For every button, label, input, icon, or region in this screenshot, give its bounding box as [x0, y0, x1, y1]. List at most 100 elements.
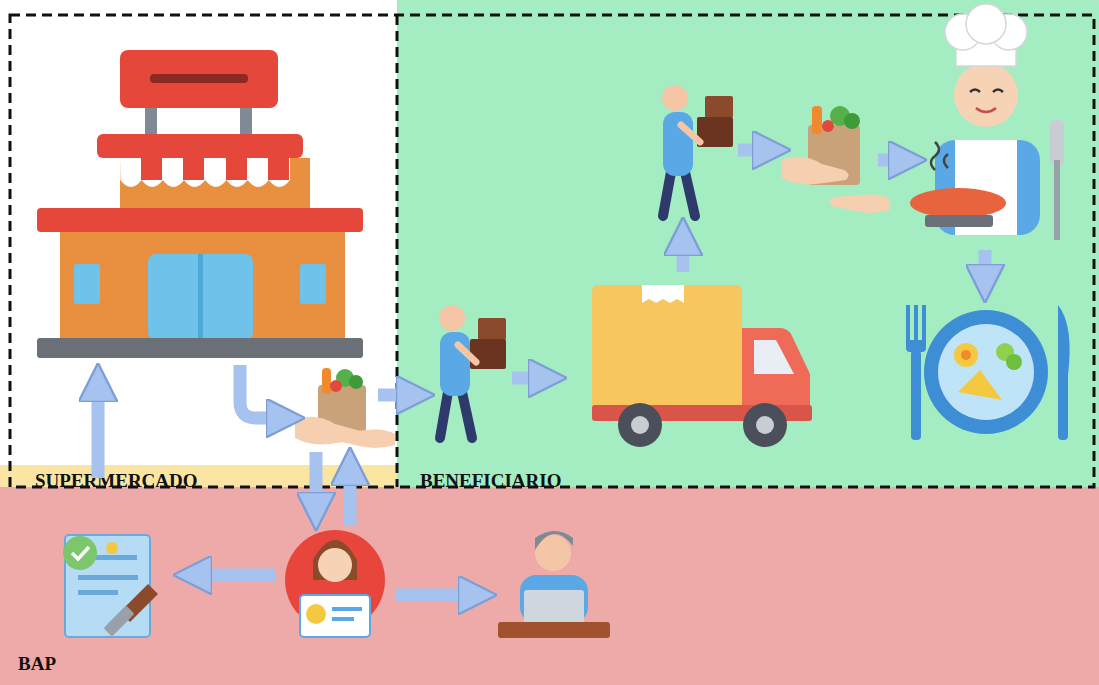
document-seal — [106, 542, 118, 554]
cooking-pot — [910, 188, 1006, 218]
fork-handle — [911, 350, 921, 440]
document-line — [78, 575, 138, 580]
person-leg — [663, 172, 671, 216]
check-mark — [72, 547, 89, 559]
flow-arrow — [512, 372, 532, 385]
carrot — [812, 106, 822, 134]
lettuce — [844, 113, 860, 129]
lettuce — [830, 106, 850, 126]
region-band: SUPERMERCADO — [0, 0, 397, 487]
lettuce — [336, 369, 354, 387]
receiving-hand — [829, 195, 890, 214]
plate — [924, 310, 1048, 434]
approved-check — [63, 536, 97, 570]
tomato — [822, 120, 834, 132]
document-line — [78, 590, 118, 595]
chef-face — [954, 63, 1018, 127]
store-upper-wall — [120, 158, 310, 218]
carrot — [322, 368, 331, 394]
carried-box — [470, 339, 506, 369]
carried-box — [697, 117, 733, 147]
worker-body — [520, 575, 588, 623]
steam — [931, 142, 948, 170]
flow-arrow — [92, 398, 105, 478]
cheese — [958, 370, 1002, 400]
person-body — [440, 332, 470, 396]
awning-stripe — [141, 158, 162, 180]
store-base — [37, 338, 363, 358]
person-leg — [685, 172, 695, 216]
person-arm — [681, 125, 700, 142]
flow-arrow — [395, 589, 462, 602]
flow-arrow — [979, 250, 992, 268]
plate-center — [938, 324, 1034, 420]
chef-eyes — [970, 90, 1003, 93]
spatula-handle — [1054, 160, 1060, 240]
truck-cab — [742, 328, 810, 416]
chef-body — [935, 140, 1040, 235]
region-label: BAP — [18, 653, 56, 675]
flow-arrow — [208, 569, 275, 582]
store-wall — [60, 225, 345, 343]
egg-yolk — [961, 350, 971, 360]
awning-scallop — [120, 158, 290, 187]
region-band: BENEFICIARIO — [397, 0, 1099, 487]
chef-hat-band — [956, 40, 1016, 66]
person-arm — [458, 345, 476, 362]
dashed-frame — [10, 15, 1094, 487]
chef-smile — [976, 108, 996, 112]
paper-bag — [318, 385, 366, 440]
awning-stripe — [183, 158, 204, 180]
truck-wheel — [618, 403, 662, 447]
broccoli — [996, 343, 1014, 361]
flow-arrow — [878, 154, 892, 167]
document-line — [95, 555, 137, 560]
person-head — [662, 85, 688, 111]
wheel-hub — [631, 416, 649, 434]
knife-handle — [1058, 372, 1068, 440]
giving-hand — [782, 157, 849, 185]
fork-tine — [914, 305, 918, 345]
truck-cargo — [592, 285, 742, 415]
desk — [498, 622, 610, 638]
region-band: BAP — [0, 487, 1099, 685]
stove — [925, 215, 993, 227]
stamp-handle — [120, 584, 158, 622]
document — [65, 535, 150, 637]
carried-box — [705, 96, 733, 118]
door-gap — [198, 254, 203, 340]
store-awning — [97, 134, 303, 158]
id-card — [300, 595, 370, 637]
person-leg — [440, 392, 448, 438]
chef-hat-puff — [966, 4, 1006, 44]
knife-blade — [1058, 305, 1070, 375]
chef-apron — [955, 140, 1017, 235]
chef-hat-puff — [991, 14, 1027, 50]
egg — [954, 343, 978, 367]
volunteer-hair — [313, 540, 357, 580]
tomato — [330, 380, 342, 392]
store-window — [300, 264, 326, 304]
worker-head — [535, 535, 571, 571]
flow-arrow — [240, 365, 270, 418]
card-line — [332, 607, 362, 611]
person-head — [439, 305, 465, 331]
truck-chassis — [592, 405, 812, 421]
person-body — [663, 112, 693, 176]
worker-hair — [535, 531, 573, 550]
flow-arrow — [738, 144, 756, 157]
wheel-hub — [756, 416, 774, 434]
person-leg — [462, 392, 472, 438]
store-sign — [120, 50, 278, 108]
laptop — [524, 590, 584, 624]
dashed-divider — [396, 15, 399, 487]
paper-bag — [808, 125, 860, 185]
fork-tine — [922, 305, 926, 345]
fork-tine — [906, 305, 910, 345]
store-sign-slot — [150, 74, 248, 83]
store-window — [74, 264, 100, 304]
store-door — [148, 254, 253, 340]
truck-wheel — [743, 403, 787, 447]
broccoli — [1006, 354, 1022, 370]
fork-neck — [906, 340, 926, 352]
